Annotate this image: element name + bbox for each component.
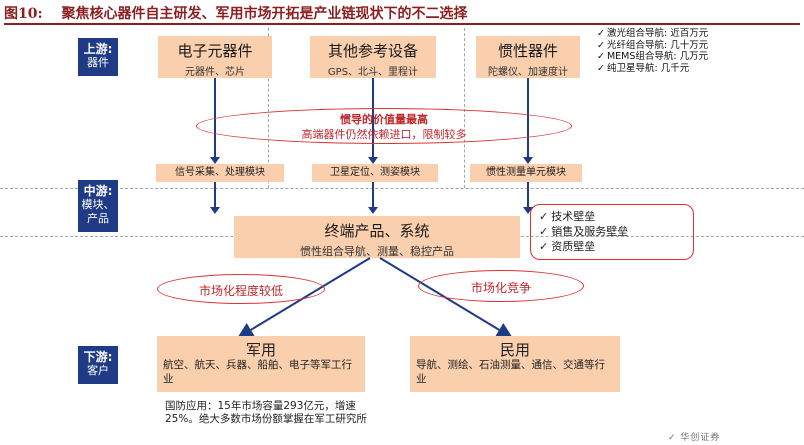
upstream-box-reference: 其他参考设备 GPS、北斗、里程计 (310, 36, 436, 78)
check-icon: ✓ (539, 210, 549, 223)
stage-label-upstream-name: 上游: (83, 42, 113, 56)
figure-title-text: 聚焦核心器件自主研发、军用市场开拓是产业链现状下的不二选择 (61, 6, 468, 22)
terminal-title: 终端产品、系统 (324, 222, 430, 240)
stage-label-midstream-desc1: 模块、 (81, 198, 115, 211)
downstream-box-military: 军用 航空、航天、兵器、船舶、电子等军工行业 (157, 336, 365, 392)
downstream-military-title: 军用 (245, 341, 276, 359)
price-note-text: 纯卫星导航: 几千元 (606, 62, 690, 74)
upstream-box-electronics-sub: 元器件、芯片 (185, 67, 245, 78)
terminal-box: 终端产品、系统 惯性组合导航、测量、稳控产品 (234, 216, 520, 258)
check-icon: ✓ (539, 240, 549, 253)
stage-label-downstream-desc: 客户 (87, 364, 109, 377)
divider-upper (0, 188, 804, 189)
arrow-signal-to-terminal (210, 182, 220, 214)
barrier-item: ✓资质壁垒 (539, 239, 685, 254)
defense-note: 国防应用：15年市场容量293亿元，增速25%。绝大多数市场份额掌握在军工研究所 (165, 400, 367, 425)
module-imu: 惯性测量单元模块 (470, 164, 582, 182)
column-divider-1 (268, 28, 269, 188)
downstream-civilian-title: 民用 (499, 341, 530, 359)
value-oval-line1: 惯导的价值量最高 (340, 113, 428, 126)
price-note-text: 激光组合导航: 近百万元 (606, 28, 709, 39)
barrier-item-text: 资质壁垒 (551, 240, 596, 253)
value-oval-line2: 高端器件仍然依赖进口，限制较多 (301, 128, 467, 141)
figure-number: 图10: (4, 6, 43, 22)
watermark: ✓ 华创证券 (668, 433, 721, 443)
stage-label-upstream: 上游: 器件 (78, 38, 118, 76)
price-notes: ✓激光组合导航: 近百万元 ✓光纤组合导航: 几十万元 ✓MEMS组合导航: 几… (597, 28, 757, 74)
market-oval-low-text: 市场化程度较低 (198, 284, 283, 298)
upstream-box-electronics: 电子元器件 元器件、芯片 (158, 36, 272, 78)
column-divider-2 (464, 28, 465, 188)
upstream-box-reference-title: 其他参考设备 (327, 42, 418, 60)
check-icon: ✓ (597, 39, 605, 51)
barrier-item-text: 销售及服务壁垒 (551, 225, 629, 238)
figure-title: 图10: 聚焦核心器件自主研发、军用市场开拓是产业链现状下的不二选择 (4, 3, 800, 25)
price-note: ✓MEMS组合导航: 几万元 (597, 51, 757, 63)
stage-label-upstream-desc: 器件 (87, 56, 109, 69)
barrier-item: ✓技术壁垒 (539, 209, 685, 224)
price-note-text: 光纤组合导航: 几十万元 (606, 39, 709, 51)
check-icon: ✓ (539, 225, 549, 238)
check-icon: ✓ (597, 62, 605, 74)
market-oval-low (157, 274, 325, 304)
module-signal: 信号采集、处理模块 (156, 164, 284, 182)
check-icon: ✓ (597, 28, 605, 39)
upstream-box-inertial: 惯性器件 陀螺仪、加速度计 (476, 36, 580, 78)
stage-label-downstream: 下游: 客户 (78, 346, 118, 384)
barrier-item: ✓销售及服务壁垒 (539, 224, 685, 239)
stage-label-downstream-name: 下游: (83, 350, 113, 364)
stage-label-midstream-name: 中游: (83, 184, 113, 198)
downstream-civilian-sub: 导航、测绘、石油测量、通信、交通等行业 (416, 359, 605, 385)
upstream-box-inertial-title: 惯性器件 (497, 42, 558, 60)
price-note: ✓纯卫星导航: 几千元 (597, 63, 757, 75)
arrow-satellite-to-terminal (368, 182, 378, 214)
barrier-item-text: 技术壁垒 (551, 210, 596, 223)
downstream-military-sub: 航空、航天、兵器、船舶、电子等军工行业 (163, 359, 352, 385)
arrow-imu-to-terminal (523, 182, 533, 214)
price-note: ✓激光组合导航: 近百万元 (597, 28, 757, 40)
value-oval (196, 108, 572, 144)
module-satellite: 卫星定位、测姿模块 (312, 164, 438, 182)
downstream-box-civilian: 民用 导航、测绘、石油测量、通信、交通等行业 (410, 336, 620, 392)
market-oval-competitive (418, 270, 584, 302)
market-oval-competitive-text: 市场化竞争 (470, 281, 531, 295)
price-note: ✓光纤组合导航: 几十万元 (597, 40, 757, 52)
stage-label-midstream-desc2: 产品 (87, 212, 109, 225)
upstream-box-electronics-title: 电子元器件 (177, 42, 253, 60)
stage-label-midstream: 中游: 模块、 产品 (78, 180, 118, 232)
price-note-text: MEMS组合导航: 几万元 (606, 51, 709, 62)
upstream-box-reference-sub: GPS、北斗、里程计 (327, 67, 419, 78)
check-icon: ✓ (597, 51, 605, 62)
barriers-box: ✓技术壁垒 ✓销售及服务壁垒 ✓资质壁垒 (530, 204, 694, 260)
terminal-sub: 惯性组合导航、测量、稳控产品 (300, 245, 454, 258)
upstream-box-inertial-sub: 陀螺仪、加速度计 (488, 67, 568, 78)
